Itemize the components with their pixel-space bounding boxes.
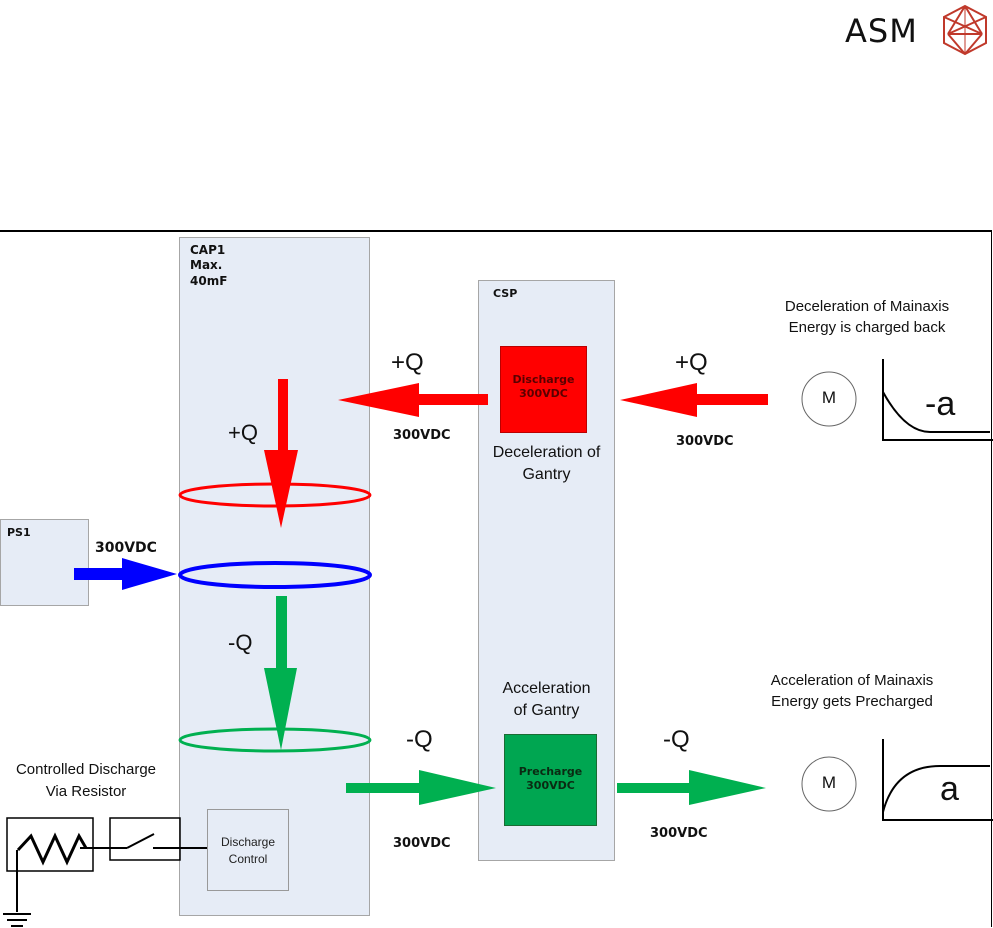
bottom-left-q-label: -Q <box>406 726 433 753</box>
precharge-block-voltage: 300VDC <box>526 779 575 792</box>
cap1-capacity: 40mF <box>190 274 228 288</box>
caption-line: Energy is charged back <box>788 319 946 336</box>
cap1-panel: CAP1 Max. 40mF <box>179 237 370 916</box>
supply-arrow <box>74 558 177 590</box>
caption-line: Via Resistor <box>45 783 127 800</box>
asm-logo-text: ASM <box>845 12 918 50</box>
acceleration-curve-icon <box>882 739 993 821</box>
bottom-right-q-label: -Q <box>663 726 690 753</box>
cap-charge-q-label: +Q <box>228 420 258 445</box>
caption-line: of Gantry <box>513 702 580 719</box>
resistor-icon <box>16 832 88 866</box>
deceleration-gantry-caption: Deceleration of Gantry <box>478 442 615 486</box>
top-right-voltage-label: 300VDC <box>676 434 734 449</box>
discharge-control-box: Discharge Control <box>207 809 289 891</box>
asm-polyhedron-icon <box>943 4 987 56</box>
caption-line: Controlled Discharge <box>15 761 157 778</box>
csp-title: CSP <box>493 287 518 300</box>
deceleration-curve-label: -a <box>925 385 956 423</box>
switch-box <box>109 817 181 861</box>
motor-top-label: M <box>821 388 837 407</box>
discharge-control-label: Control <box>228 852 268 866</box>
caption-line: Deceleration of Mainaxis <box>784 298 950 315</box>
switch-icon <box>126 833 155 849</box>
acceleration-curve-label: a <box>940 770 959 808</box>
ground-icon <box>3 850 31 927</box>
top-left-q-label: +Q <box>391 349 424 376</box>
blue-supply-ring <box>178 561 372 589</box>
motor-bottom-label: M <box>821 773 837 792</box>
precharge-arrow-left <box>346 770 496 805</box>
resistor-box <box>6 817 94 872</box>
precharge-block-label: Precharge <box>518 765 583 778</box>
ps1-voltage-label: 300VDC <box>95 540 157 556</box>
diagram-frame <box>0 230 992 927</box>
precharge-arrow-right <box>617 770 766 805</box>
caption-line: Acceleration <box>502 680 591 697</box>
top-right-q-label: +Q <box>675 349 708 376</box>
controlled-discharge-caption: Controlled Discharge Via Resistor <box>2 759 170 803</box>
cap1-max-label: Max. <box>190 258 223 272</box>
ps1-title: PS1 <box>7 526 31 539</box>
ps1-box: PS1 <box>0 519 89 606</box>
caption-line: Gantry <box>522 466 571 483</box>
charge-back-arrow-right <box>620 383 768 417</box>
discharge-block: Discharge 300VDC <box>500 346 587 433</box>
bottom-right-voltage-label: 300VDC <box>650 826 708 841</box>
charge-back-arrow-left <box>338 383 488 417</box>
charge-down-arrow <box>264 379 298 528</box>
acceleration-gantry-caption: Acceleration of Gantry <box>478 678 615 722</box>
discharge-block-voltage: 300VDC <box>519 387 568 400</box>
bottom-left-voltage-label: 300VDC <box>393 836 451 851</box>
motor-top-icon <box>801 371 857 427</box>
discharge-control-label: Discharge <box>220 835 276 849</box>
caption-line: Deceleration of <box>492 444 601 461</box>
motor-bottom-icon <box>801 756 857 812</box>
caption-line: Acceleration of Mainaxis <box>770 672 934 689</box>
top-left-voltage-label: 300VDC <box>393 428 451 443</box>
acceleration-mainaxis-caption: Acceleration of Mainaxis Energy gets Pre… <box>745 670 959 712</box>
cap-discharge-q-label: -Q <box>228 630 253 655</box>
deceleration-curve-icon <box>882 359 993 441</box>
discharge-down-arrow <box>264 596 297 750</box>
green-discharge-ring <box>178 727 372 753</box>
cap1-title: CAP1 <box>190 243 226 257</box>
caption-line: Energy gets Precharged <box>771 693 933 710</box>
discharge-block-label: Discharge <box>512 373 575 386</box>
precharge-block: Precharge 300VDC <box>504 734 597 826</box>
deceleration-mainaxis-caption: Deceleration of Mainaxis Energy is charg… <box>760 296 974 338</box>
